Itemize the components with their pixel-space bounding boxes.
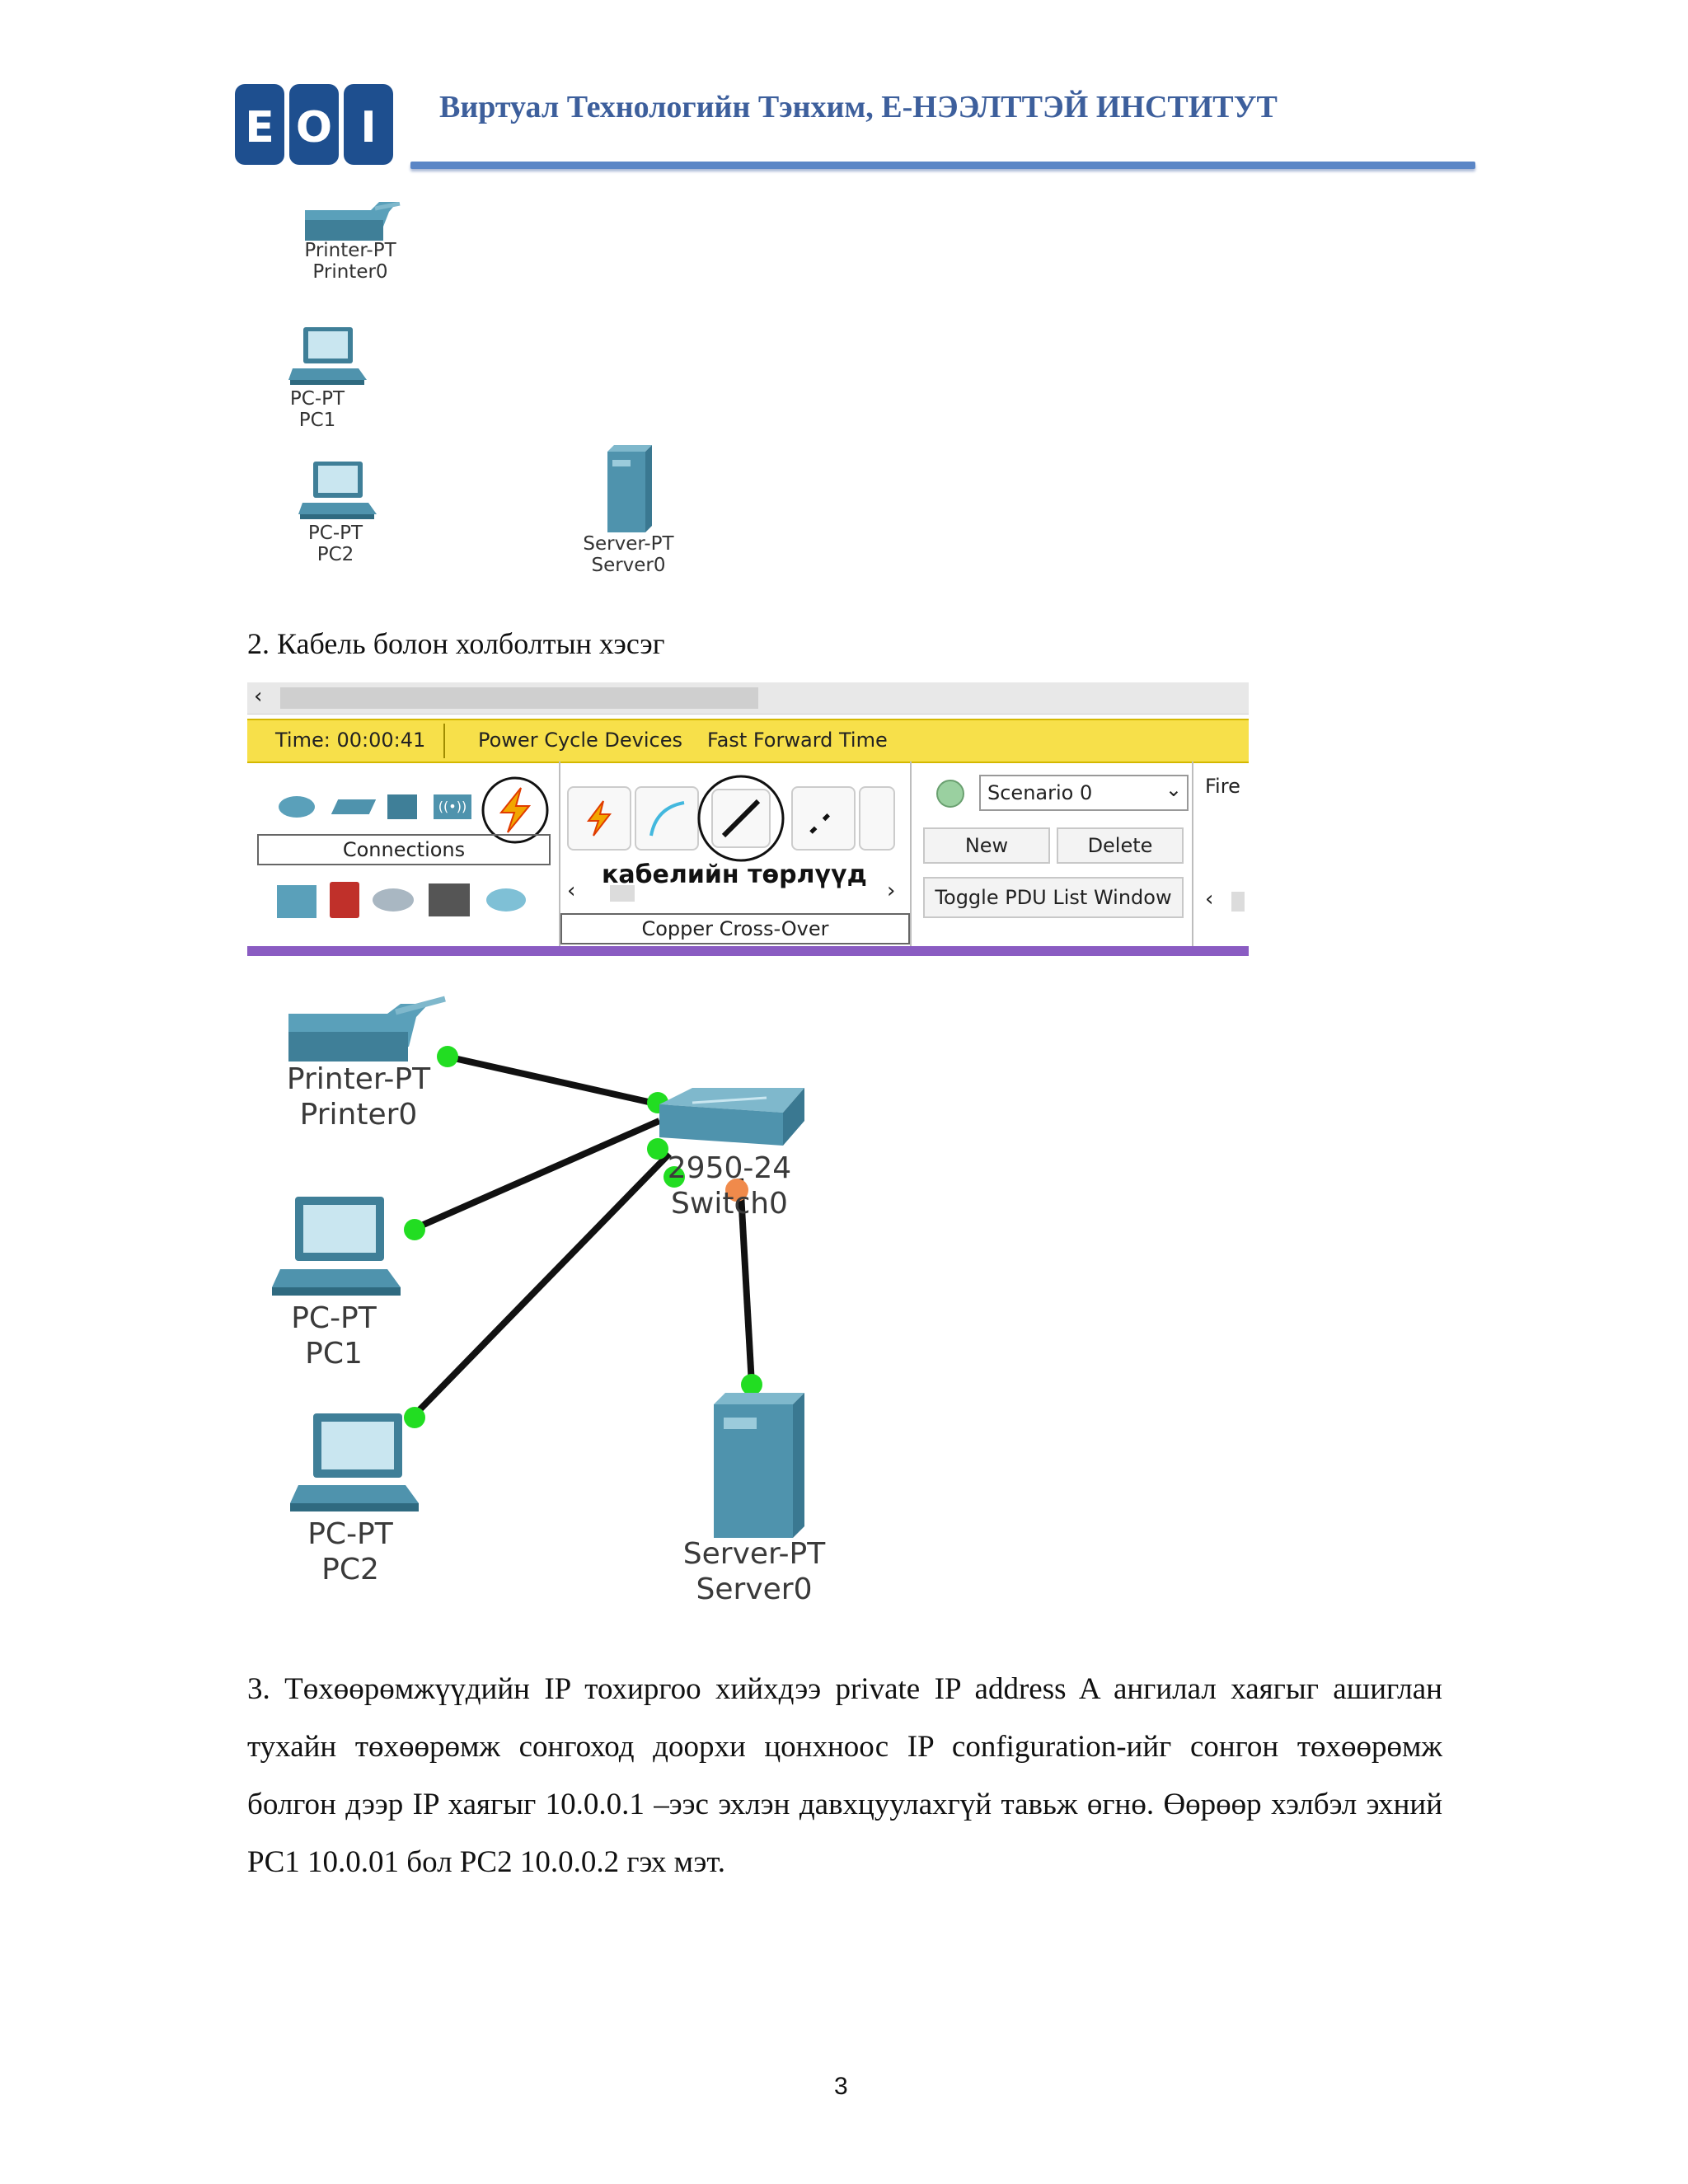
pc1-model-label: PC-PT — [289, 388, 345, 410]
pdu-list-panel: Fire ‹ — [1193, 762, 1249, 956]
printer-name-label: Printer0 — [312, 261, 388, 283]
fast-forward-button[interactable]: Fast Forward Time — [707, 729, 888, 752]
printer-name-label: Printer0 — [299, 1098, 418, 1132]
server-model-label: Server-PT — [682, 1537, 826, 1571]
scrollbar-thumb[interactable] — [280, 687, 758, 709]
link-switch-server — [737, 1178, 755, 1385]
selected-cable-label: Copper Cross-Over — [560, 913, 910, 944]
wireless-icon[interactable]: ((•)) — [434, 794, 471, 819]
printer-model-label: Printer-PT — [304, 240, 396, 261]
logo-letter-e: E — [245, 103, 274, 152]
new-scenario-button[interactable]: New — [923, 827, 1050, 864]
link-light-pending — [725, 1179, 748, 1202]
pc-icon — [290, 1413, 419, 1511]
pc1-model-label: PC-PT — [291, 1301, 377, 1335]
pc2-name-label: PC2 — [321, 1553, 379, 1586]
security-icon[interactable] — [330, 882, 359, 918]
crossover-cable-icon — [809, 806, 837, 834]
link-pc2-switch — [410, 1151, 672, 1420]
page-number: 3 — [834, 2073, 848, 2100]
wan-cloud-icon[interactable] — [373, 888, 414, 912]
server-model-label: Server-PT — [583, 533, 674, 555]
console-cable-icon — [649, 801, 685, 837]
header-rule — [410, 162, 1475, 169]
divider — [443, 724, 445, 758]
lightning-icon — [587, 800, 612, 837]
delete-scenario-button[interactable]: Delete — [1057, 827, 1184, 864]
device-category-panel: ((•)) Connections — [247, 762, 560, 956]
scenario-panel: Scenario 0 ⌄ New Delete Toggle PDU List … — [912, 762, 1193, 956]
pc2-model-label: PC-PT — [307, 523, 363, 544]
switch-icon — [659, 1088, 804, 1146]
console-cable-button[interactable] — [635, 786, 699, 851]
crossover-cable-button[interactable] — [791, 786, 856, 851]
network-links — [272, 996, 804, 1538]
section-heading-cables: 2. Кабель болон холболтын хэсэг — [247, 627, 665, 660]
link-light-up — [741, 1374, 762, 1395]
power-cycle-button[interactable]: Power Cycle Devices — [478, 729, 682, 752]
printer-icon — [288, 996, 446, 1062]
end-devices-icon[interactable] — [277, 885, 316, 918]
fire-column-header: Fire — [1205, 775, 1240, 798]
link-printer-switch — [446, 1053, 660, 1108]
auto-connection-button[interactable] — [567, 786, 631, 851]
fiber-cable-button[interactable] — [859, 786, 895, 851]
server-icon — [607, 445, 652, 532]
logo-letter-o: O — [296, 103, 332, 152]
header-title: Виртуал Технологийн Тэнхим, Е-НЭЭЛТТЭЙ И… — [439, 90, 1278, 124]
pc1-name-label: PC1 — [305, 1337, 363, 1371]
custom-device-icon[interactable] — [429, 883, 470, 916]
server-name-label: Server0 — [591, 555, 666, 576]
link-light-up — [404, 1407, 425, 1428]
figure-devices-unconnected: Printer-PT Printer0 PC-PT PC1 PC-PT PC2 … — [280, 198, 742, 585]
hub-icon[interactable] — [387, 794, 417, 819]
switch-icon[interactable] — [331, 799, 377, 814]
realtime-bar: Time: 00:00:41 Power Cycle Devices Fast … — [247, 719, 1249, 763]
horizontal-scrollbar[interactable]: ‹ — [247, 682, 1249, 715]
link-light-up — [404, 1219, 425, 1240]
toolbar-bottom-border — [247, 946, 1249, 956]
chevron-down-icon: ⌄ — [1165, 778, 1182, 801]
link-pc1-switch — [410, 1118, 661, 1233]
chevron-left-icon[interactable]: ‹ — [567, 879, 576, 903]
router-icon[interactable] — [279, 796, 315, 818]
printer-model-label: Printer-PT — [286, 1062, 431, 1096]
chevron-left-icon[interactable]: ‹ — [1205, 887, 1214, 912]
cable-types-annotation: кабелийн төрлүүд — [602, 860, 867, 889]
chevron-left-icon[interactable]: ‹ — [254, 684, 263, 709]
link-light-up — [437, 1046, 458, 1067]
figure-network-topology: Printer-PT Printer0 2950-24 Switch0 PC-P… — [247, 981, 890, 1624]
logo-letter-i: I — [360, 103, 376, 152]
connections-label: Connections — [257, 834, 551, 865]
printer-icon — [305, 202, 401, 241]
switch-model-label: 2950-24 — [667, 1151, 792, 1185]
toggle-pdu-list-button[interactable]: Toggle PDU List Window — [923, 877, 1184, 918]
chevron-right-icon[interactable]: › — [887, 879, 896, 903]
server-icon — [714, 1393, 804, 1538]
pc-icon — [298, 462, 377, 519]
section-3-paragraph: 3. Төхөөрөмжүүдийн IP тохиргоо хийхдээ p… — [247, 1672, 1442, 1879]
pc2-model-label: PC-PT — [307, 1517, 393, 1551]
info-icon[interactable] — [936, 780, 964, 808]
switch-name-label: Switch0 — [671, 1187, 788, 1221]
server-name-label: Server0 — [696, 1572, 813, 1606]
link-light-up — [647, 1138, 668, 1160]
link-light-up — [663, 1166, 685, 1188]
cable-scroll-thumb[interactable] — [610, 885, 635, 902]
time-label: Time: 00:00:41 — [275, 729, 426, 752]
pc-icon — [288, 327, 367, 385]
multiuser-icon[interactable] — [486, 888, 526, 912]
scenario-select-value: Scenario 0 — [987, 781, 1093, 804]
pdu-scroll-thumb[interactable] — [1231, 892, 1245, 912]
packet-tracer-toolbar-screenshot: ‹ Time: 00:00:41 Power Cycle Devices Fas… — [247, 682, 1249, 956]
pc2-name-label: PC2 — [316, 544, 354, 565]
pc-icon — [272, 1197, 401, 1296]
pc1-name-label: PC1 — [298, 410, 336, 431]
cable-types-panel: кабелийн төрлүүд ‹ › Copper Cross-Over — [560, 762, 912, 956]
lightning-connections-icon[interactable] — [480, 775, 551, 846]
straight-through-cable-button[interactable] — [696, 773, 786, 864]
eoi-logo: E O I — [235, 84, 393, 165]
scenario-select[interactable]: Scenario 0 ⌄ — [979, 775, 1189, 811]
